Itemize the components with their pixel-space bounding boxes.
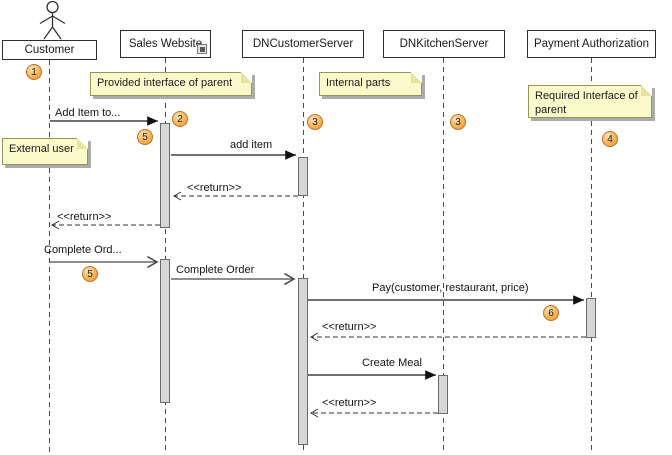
lifeline-label-dnkitchenserver: DNKitchenServer xyxy=(399,38,489,50)
lifeline-payment-authorization[interactable] xyxy=(591,58,592,452)
message-label-create-meal[interactable]: Create Meal xyxy=(362,357,422,369)
lifeline-dnkitchenserver[interactable] xyxy=(443,58,444,452)
callout-6: 6 xyxy=(543,305,559,321)
message-label-return-2[interactable]: <<return>> xyxy=(57,211,112,223)
note-provided-interface[interactable]: Provided interface of parent xyxy=(90,72,252,96)
lifeline-label-customer: Customer xyxy=(24,44,75,56)
lifeline-head-customer[interactable]: Customer xyxy=(2,40,97,60)
message-label-return-3[interactable]: <<return>> xyxy=(322,321,377,333)
callout-1: 1 xyxy=(26,64,42,80)
message-label-complete-ord[interactable]: Complete Ord... xyxy=(44,244,122,256)
message-label-complete-order[interactable]: Complete Order xyxy=(176,264,255,276)
message-label-pay[interactable]: Pay(customer, restaurant, price) xyxy=(372,282,529,294)
activation-sales-website-2[interactable] xyxy=(160,259,170,403)
note-external-user[interactable]: External user xyxy=(2,138,88,165)
message-label-add-item[interactable]: add item xyxy=(230,139,273,151)
callout-2: 2 xyxy=(172,111,188,127)
lifeline-label-dncustomerserver: DNCustomerServer xyxy=(252,38,354,50)
note-required-interface[interactable]: Required Interface of parent xyxy=(528,85,652,118)
callout-3b: 3 xyxy=(450,114,466,130)
message-label-add-item-to[interactable]: Add Item to... xyxy=(55,107,121,119)
message-label-return-4[interactable]: <<return>> xyxy=(322,397,377,409)
lifeline-head-sales-website[interactable]: Sales Website xyxy=(120,30,211,58)
activation-payment-authorization[interactable] xyxy=(586,298,596,338)
callout-4: 4 xyxy=(602,131,618,147)
note-text: Required Interface of parent xyxy=(535,90,638,116)
lifeline-sales-website[interactable] xyxy=(165,58,166,452)
activation-dncustomerserver-2[interactable] xyxy=(298,278,308,445)
collapsed-nested-parts-icon[interactable] xyxy=(197,44,207,54)
message-label-return-1[interactable]: <<return>> xyxy=(187,182,242,194)
actor-icon[interactable] xyxy=(36,0,70,42)
lifeline-dncustomerserver[interactable] xyxy=(303,58,304,452)
callout-3a: 3 xyxy=(307,114,323,130)
lifeline-head-dnkitchenserver[interactable]: DNKitchenServer xyxy=(383,30,505,58)
activation-dncustomerserver-1[interactable] xyxy=(298,157,308,196)
nested-parts-dot-icon xyxy=(199,46,205,52)
note-internal-parts[interactable]: Internal parts xyxy=(319,72,422,96)
lifeline-label-sales-website: Sales Website xyxy=(128,38,203,50)
lifeline-customer[interactable] xyxy=(49,60,50,452)
activation-sales-website-1[interactable] xyxy=(160,123,170,228)
callout-5b: 5 xyxy=(82,266,98,282)
lifeline-label-payment-authorization: Payment Authorization xyxy=(533,38,650,50)
lifeline-head-dncustomerserver[interactable]: DNCustomerServer xyxy=(242,30,364,58)
lifeline-head-payment-authorization[interactable]: Payment Authorization xyxy=(527,30,656,58)
note-text: Provided interface of parent xyxy=(97,77,233,89)
callout-5a: 5 xyxy=(137,129,153,145)
activation-dnkitchenserver[interactable] xyxy=(438,375,448,414)
note-text: Internal parts xyxy=(326,77,391,89)
note-text: External user xyxy=(9,143,74,155)
